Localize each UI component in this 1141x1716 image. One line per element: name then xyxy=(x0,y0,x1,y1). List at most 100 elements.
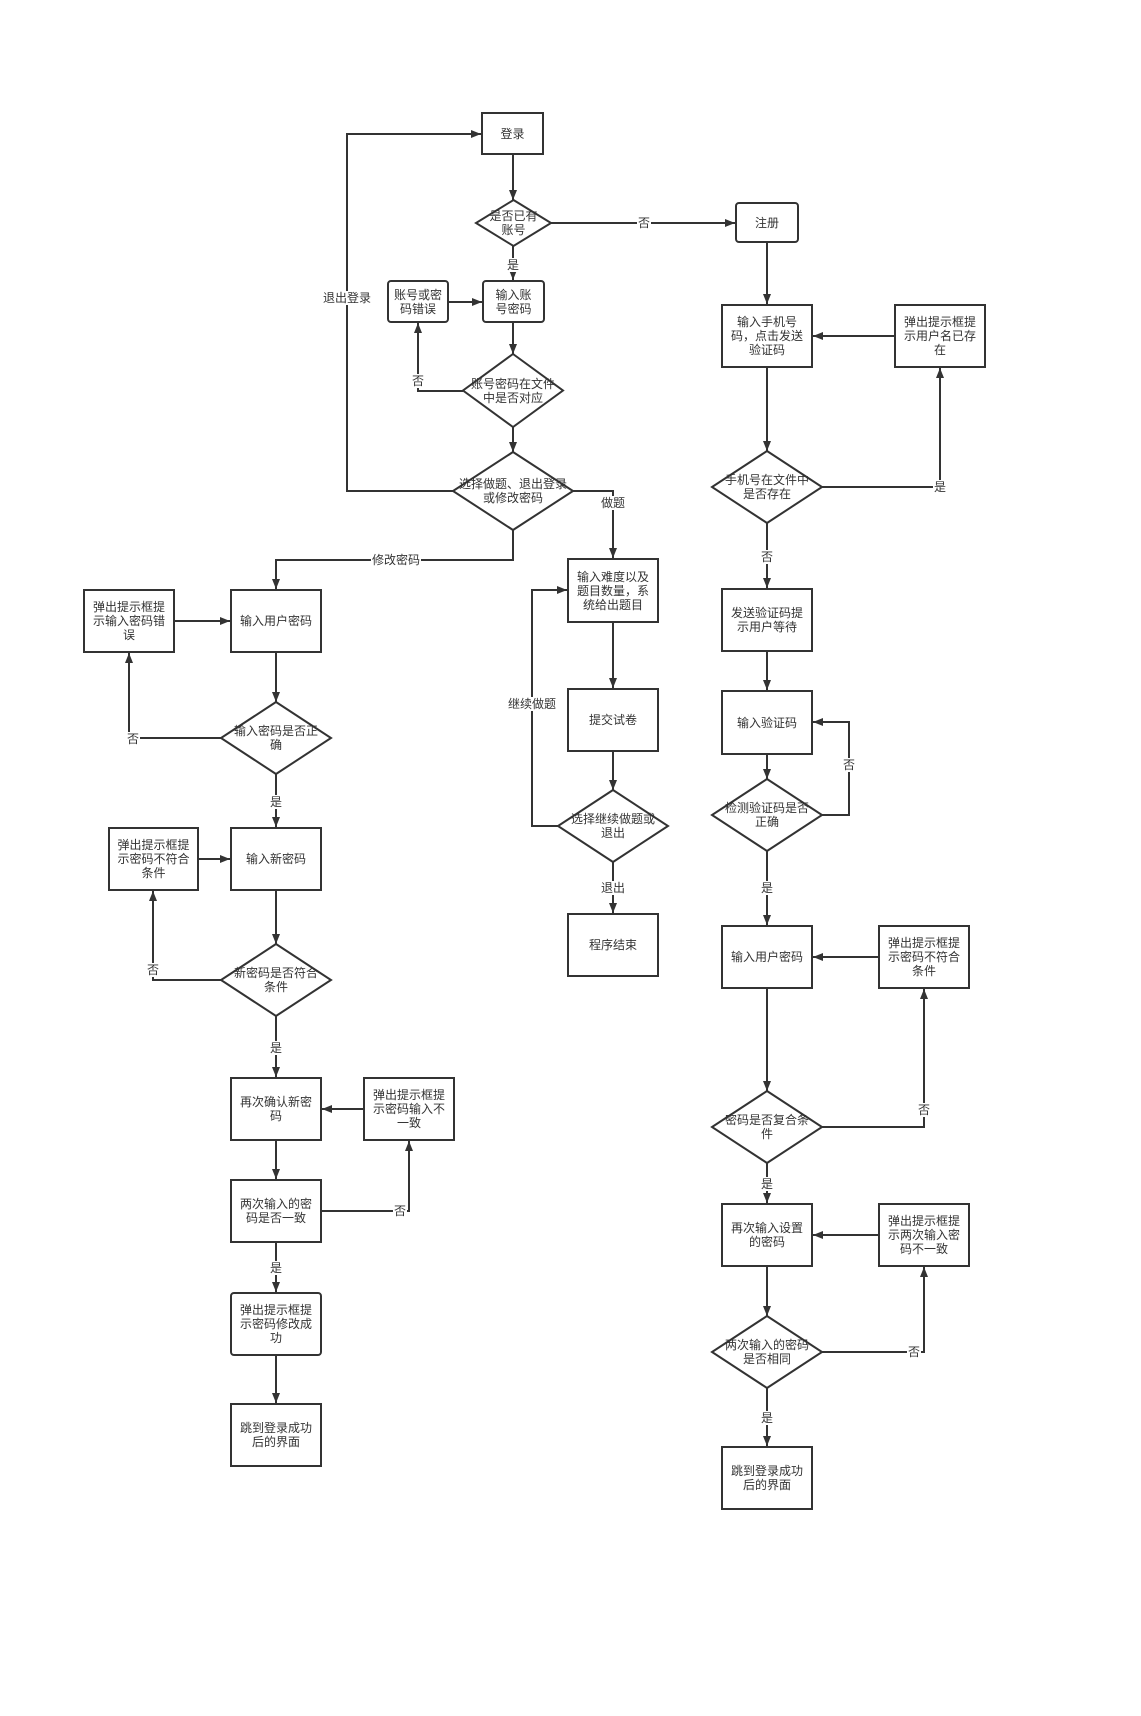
decision-left-new-valid: 新密码是否符合 条件 xyxy=(221,944,331,1016)
right-password-invalid-tip-box: 弹出提示框提 示密码不符合 条件 xyxy=(878,925,970,989)
decision-text: 账号密码在文件 中是否对应 xyxy=(470,376,555,405)
enter-account-text: 输入账 号密码 xyxy=(495,287,532,316)
submit-paper-text: 提交试卷 xyxy=(588,713,637,727)
left-enter-password-box: 输入用户密码 xyxy=(230,589,322,653)
left-confirm-mismatch-tip-text: 弹出提示框提 示密码输入不 一致 xyxy=(372,1088,445,1130)
edge-label-right-code-yes: 是 xyxy=(759,881,775,895)
decision-right-password-valid: 密码是否复合条 件 xyxy=(712,1091,822,1163)
right-password-invalid-tip-text: 弹出提示框提 示密码不符合 条件 xyxy=(887,936,960,978)
decision-right-same-check: 两次输入的密码 是否相同 xyxy=(712,1316,822,1388)
edge-left-same-no xyxy=(322,1141,413,1212)
quiz-params-box: 输入难度以及 题目数量，系 统给出题目 xyxy=(567,558,659,623)
decision-text: 检测验证码是否 正确 xyxy=(724,801,809,829)
left-confirm-new-text: 再次确认新密 码 xyxy=(239,1095,312,1123)
edge-label-yes-enter-account: 是 xyxy=(505,258,521,272)
left-confirm-new-box: 再次确认新密 码 xyxy=(230,1077,322,1141)
right-send-code-text: 发送验证码提 示用户等待 xyxy=(730,606,803,634)
decision-account-match: 账号密码在文件 中是否对应 xyxy=(463,354,563,427)
decision-text: 选择继续做题或 退出 xyxy=(570,812,655,840)
decision-text: 密码是否复合条 件 xyxy=(724,1113,809,1141)
login-box: 登录 xyxy=(481,112,544,155)
edge-account-match-no-to-error xyxy=(414,323,463,392)
decision-text: 两次输入的密码 是否相同 xyxy=(724,1338,809,1366)
register-text: 注册 xyxy=(754,215,779,230)
right-send-code-box: 发送验证码提 示用户等待 xyxy=(721,588,813,652)
decision-text: 输入密码是否正 确 xyxy=(233,724,318,752)
decision-continue-or-exit: 选择继续做题或 退出 xyxy=(558,790,668,862)
program-end-box: 程序结束 xyxy=(567,913,659,977)
left-new-password-box: 输入新密码 xyxy=(230,827,322,891)
program-end-text: 程序结束 xyxy=(588,938,637,952)
right-enter-password-box: 输入用户密码 xyxy=(721,925,813,989)
edge-label-right-pwd-no: 否 xyxy=(916,1103,932,1117)
edge-label-left-pwd-yes: 是 xyxy=(268,795,284,809)
edge-right-password-no xyxy=(822,989,928,1128)
diamond-shape xyxy=(221,944,331,1016)
edge-label-do-quiz: 做题 xyxy=(599,496,627,510)
edge-label-left-same-no: 否 xyxy=(392,1204,408,1218)
left-confirm-mismatch-tip-box: 弹出提示框提 示密码输入不 一致 xyxy=(363,1077,455,1141)
left-password-error-tip-text: 弹出提示框提 示输入密码错 误 xyxy=(92,600,165,642)
edge-label-logout: 退出登录 xyxy=(321,291,373,305)
decision-left-password-correct: 输入密码是否正 确 xyxy=(221,702,331,774)
edge-left-new-no xyxy=(149,891,221,981)
left-enter-password-text: 输入用户密码 xyxy=(239,614,312,628)
diamond-shape xyxy=(712,1091,822,1163)
edge-label-right-pwd-yes: 是 xyxy=(759,1177,775,1191)
diamond-shape xyxy=(476,200,551,246)
left-new-invalid-tip-text: 弹出提示框提 示密码不符合 条件 xyxy=(117,838,190,880)
left-changed-tip-box: 弹出提示框提 示密码修改成 功 xyxy=(230,1292,322,1356)
enter-account-box: 输入账 号密码 xyxy=(482,280,545,323)
diamond-shape xyxy=(712,451,822,523)
right-enter-code-text: 输入验证码 xyxy=(736,715,797,730)
decision-has-account: 是否已有 账号 xyxy=(476,200,551,246)
right-reenter-password-text: 再次输入设置 的密码 xyxy=(730,1221,803,1249)
edge-label-left-pwd-no: 否 xyxy=(125,732,141,746)
right-enter-password-text: 输入用户密码 xyxy=(730,950,803,964)
diamond-shape xyxy=(453,452,573,530)
right-enter-phone-text: 输入手机号 码，点击发送 验证码 xyxy=(730,315,803,357)
left-same-check-box: 两次输入的密 码是否一致 xyxy=(230,1179,322,1243)
left-goto-home-text: 跳到登录成功 后的界面 xyxy=(239,1421,312,1449)
login-text: 登录 xyxy=(500,126,525,141)
edge-logout-to-login xyxy=(346,130,481,492)
register-box: 注册 xyxy=(735,202,799,243)
right-enter-code-box: 输入验证码 xyxy=(721,690,813,755)
diamond-shape xyxy=(712,779,822,851)
right-reenter-mismatch-tip-text: 弹出提示框提 示两次输入密 码不一致 xyxy=(887,1214,960,1256)
left-same-check-text: 两次输入的密 码是否一致 xyxy=(239,1197,312,1225)
edge-label-left-new-yes: 是 xyxy=(268,1041,284,1055)
left-changed-tip-text: 弹出提示框提 示密码修改成 功 xyxy=(239,1303,312,1345)
right-goto-home-box: 跳到登录成功 后的界面 xyxy=(721,1446,813,1510)
diamond-shape xyxy=(558,790,668,862)
diamond-shape xyxy=(712,1316,822,1388)
left-new-invalid-tip-box: 弹出提示框提 示密码不符合 条件 xyxy=(108,827,199,891)
edge-label-no-account-error: 否 xyxy=(410,374,426,388)
right-goto-home-text: 跳到登录成功 后的界面 xyxy=(730,1464,803,1492)
right-user-exists-tip-text: 弹出提示框提 示用户名已存 在 xyxy=(903,315,976,357)
account-error-text: 账号或密 码错误 xyxy=(393,287,442,316)
edge-label-right-same-yes: 是 xyxy=(759,1411,775,1425)
edge-label-no-register: 否 xyxy=(636,216,652,230)
left-new-password-text: 输入新密码 xyxy=(245,852,306,866)
edge-label-change-password: 修改密码 xyxy=(370,553,422,567)
edge-label-left-new-no: 否 xyxy=(145,963,161,977)
right-reenter-password-box: 再次输入设置 的密码 xyxy=(721,1203,813,1267)
submit-paper-box: 提交试卷 xyxy=(567,688,659,752)
edge-label-right-same-no: 否 xyxy=(906,1345,922,1359)
decision-text: 是否已有 账号 xyxy=(489,209,538,237)
edge-label-right-phone-yes: 是 xyxy=(932,480,948,494)
edge-right-same-no xyxy=(822,1267,928,1353)
edge-label-right-phone-no: 否 xyxy=(759,550,775,564)
decision-right-phone-exists: 手机号在文件中 是否存在 xyxy=(712,451,822,523)
decision-choose-action: 选择做题、退出登录 或修改密码 xyxy=(453,452,573,530)
decision-text: 选择做题、退出登录 或修改密码 xyxy=(458,477,567,505)
right-enter-phone-box: 输入手机号 码，点击发送 验证码 xyxy=(721,304,813,368)
edge-label-continue-quiz: 继续做题 xyxy=(506,697,558,711)
edge-label-exit: 退出 xyxy=(599,881,627,895)
decision-right-code-correct: 检测验证码是否 正确 xyxy=(712,779,822,851)
left-goto-home-box: 跳到登录成功 后的界面 xyxy=(230,1403,322,1467)
edge-right-phone-yes xyxy=(822,368,944,488)
decision-text: 新密码是否符合 条件 xyxy=(233,966,318,994)
